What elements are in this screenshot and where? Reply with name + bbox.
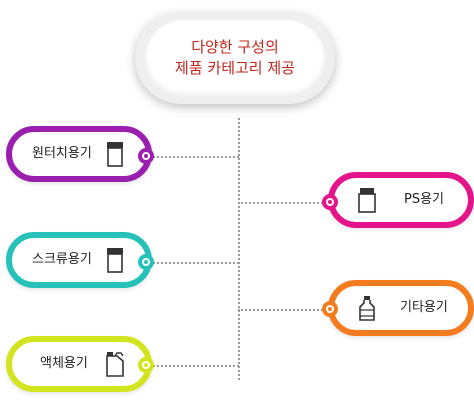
category-label: 기타용기 xyxy=(400,300,448,315)
connector-dot-liquid xyxy=(138,357,154,373)
category-label: PS용기 xyxy=(404,192,445,207)
category-label: 원터치용기 xyxy=(32,146,92,161)
category-card-other[interactable]: 기타용기 xyxy=(328,280,474,336)
connector-line-other xyxy=(238,309,330,311)
connector-line-ps xyxy=(238,202,330,204)
connector-vertical-line xyxy=(238,118,240,380)
connector-dot-ps xyxy=(322,194,338,210)
connector-dot-other xyxy=(322,301,338,317)
category-card-screw[interactable]: 스크류용기 xyxy=(6,232,152,288)
connector-line-screw xyxy=(153,262,239,264)
jerry-can-icon xyxy=(106,352,124,377)
category-card-liquid[interactable]: 액체용기 xyxy=(6,336,152,392)
bottle-icon xyxy=(359,296,375,321)
category-label: 스크류용기 xyxy=(32,252,92,267)
connector-line-onetouch xyxy=(153,156,239,158)
connector-line-liquid xyxy=(153,365,239,367)
page-title: 다양한 구성의 제품 카테고리 제공 xyxy=(145,20,325,96)
category-card-ps[interactable]: PS용기 xyxy=(328,172,474,228)
connector-dot-screw xyxy=(138,254,154,270)
cylinder-jar-icon xyxy=(107,142,123,167)
connector-dot-onetouch xyxy=(138,148,154,164)
title-line-1: 다양한 구성의 xyxy=(191,38,279,56)
cylinder-jar-icon xyxy=(107,248,123,273)
rectangular-jar-icon xyxy=(358,188,376,213)
category-card-onetouch[interactable]: 원터치용기 xyxy=(6,126,152,182)
category-label: 액체용기 xyxy=(40,356,88,371)
title-line-2: 제품 카테고리 제공 xyxy=(175,59,295,77)
